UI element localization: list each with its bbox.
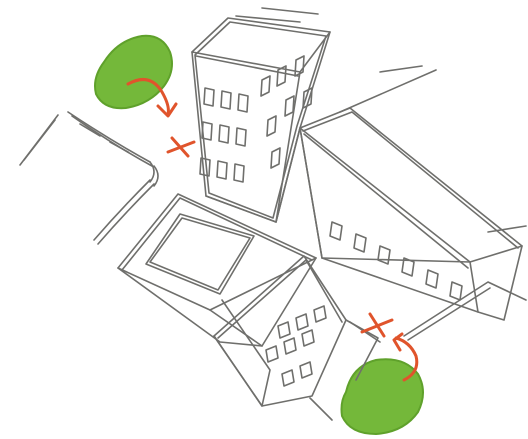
window	[296, 314, 308, 330]
lower-building-outline-2	[218, 260, 342, 338]
window	[450, 282, 462, 300]
window	[426, 270, 438, 288]
tall-building-outline	[192, 18, 330, 222]
sketch-stroke	[340, 70, 436, 112]
window	[236, 128, 246, 146]
window	[285, 96, 294, 116]
window	[238, 94, 248, 112]
green-patch-bottom-right	[342, 359, 424, 434]
window	[221, 91, 231, 109]
pencil-linework	[20, 8, 526, 420]
center-building-outline-2	[122, 198, 312, 270]
window	[266, 346, 278, 362]
window	[378, 246, 390, 264]
tall-building-base	[206, 128, 300, 222]
street-edge-bottom-right-2	[408, 288, 490, 340]
tall-building-roof-edge-2	[196, 56, 298, 76]
window	[217, 161, 227, 179]
street-edge-upper-2	[72, 116, 152, 166]
long-building-roof-edge	[300, 128, 522, 262]
window	[282, 370, 294, 386]
window	[271, 148, 280, 168]
window	[278, 322, 290, 338]
window	[204, 88, 214, 106]
window	[219, 125, 229, 143]
window	[284, 338, 296, 354]
tall-building-outline-2	[195, 22, 326, 218]
window	[267, 116, 276, 136]
street-edge-lower	[94, 180, 150, 240]
green-patch-bottom-right-shape	[342, 359, 424, 434]
street-bottom-left	[310, 398, 332, 420]
window	[330, 222, 342, 240]
green-patch-top-left-shape	[95, 36, 172, 108]
window	[261, 76, 270, 96]
window	[354, 234, 366, 252]
center-building-roof-2	[150, 218, 250, 290]
window	[300, 362, 312, 378]
tall-building-corner	[276, 72, 300, 222]
lower-building-outline	[214, 256, 346, 406]
green-patch-top-left	[95, 36, 172, 108]
curved-arrow-icon-head	[394, 334, 402, 350]
street-edge-left-outer-2	[24, 120, 55, 160]
window	[314, 306, 326, 322]
street-edge-bottom-right	[404, 282, 526, 336]
window	[295, 56, 304, 76]
sketch-stroke	[262, 8, 318, 14]
street-edge-upper	[68, 112, 150, 162]
sketch-stroke	[380, 66, 422, 72]
window	[234, 164, 244, 182]
long-building-edge-left	[300, 128, 322, 258]
x-mark-icon	[168, 138, 194, 156]
center-building-edge	[118, 268, 262, 346]
window	[302, 330, 314, 346]
long-building-outline-2	[303, 112, 518, 248]
